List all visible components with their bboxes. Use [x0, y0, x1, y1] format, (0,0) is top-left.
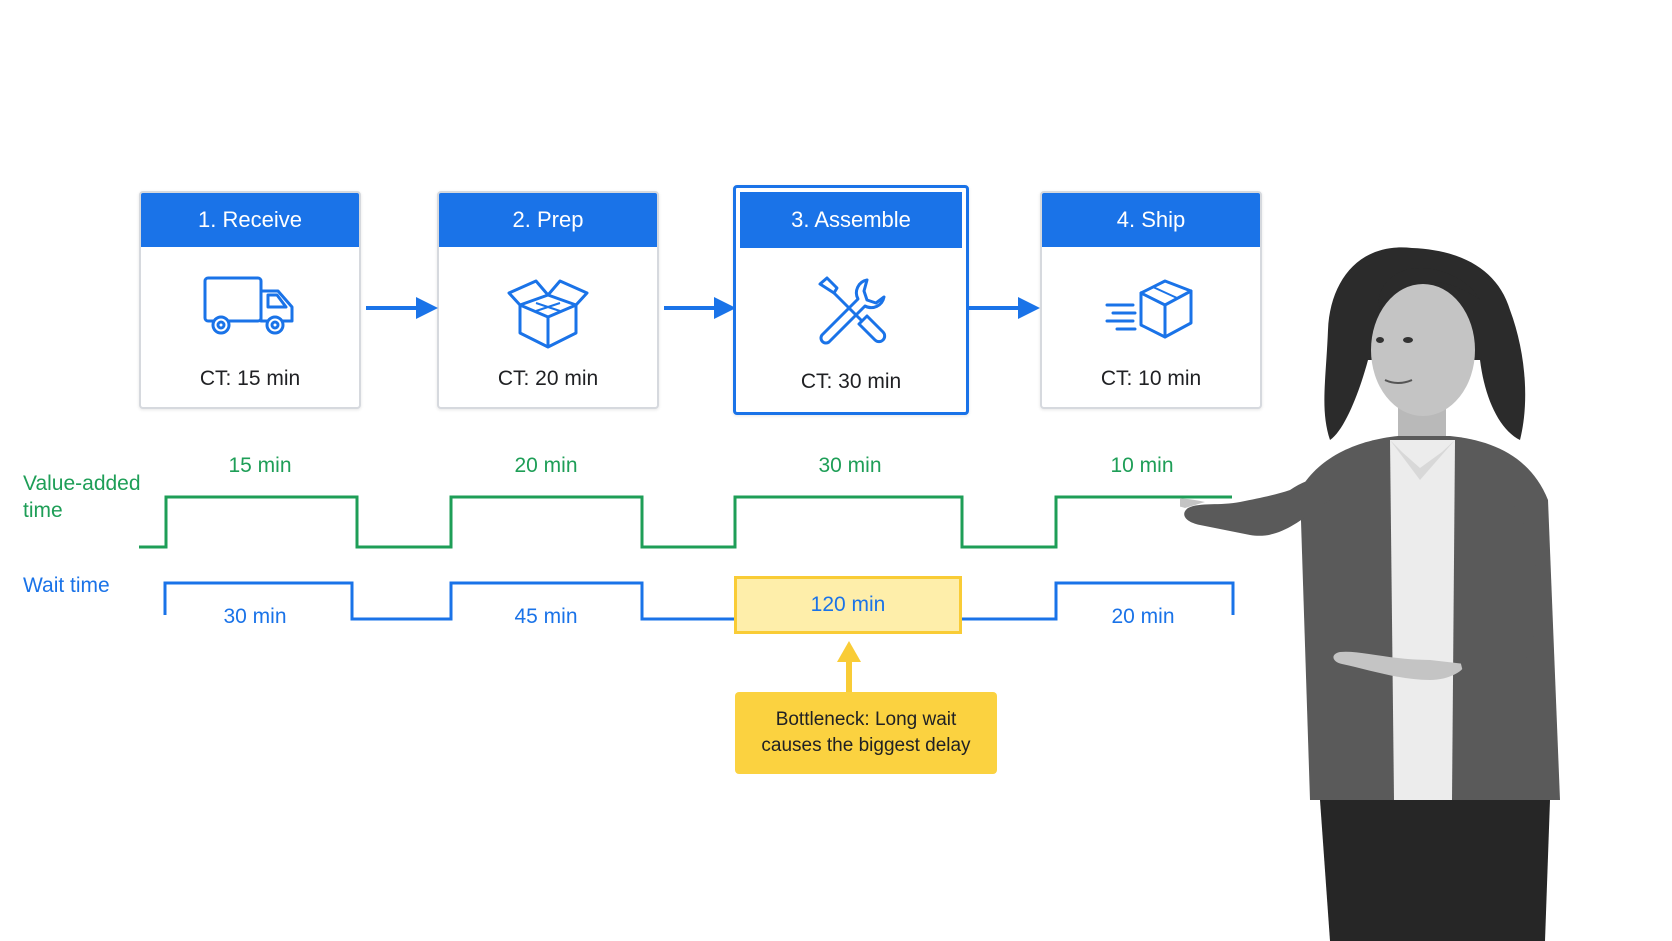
wait-time-value: 120 min — [810, 593, 886, 616]
flow-arrow-icon — [664, 297, 736, 319]
flow-arrow-icon — [968, 297, 1040, 319]
bottleneck-wait-highlight: 120 min — [734, 576, 962, 634]
wait-time-label: Wait time — [23, 574, 110, 597]
cycle-time: CT: 15 min — [199, 367, 301, 390]
step-title: 2. Prep — [439, 193, 657, 247]
step-card-assemble: 3. Assemble CT: 30 min — [733, 185, 969, 415]
bottleneck-callout: Bottleneck: Long wait causes the biggest… — [735, 692, 997, 774]
wait-time-value: 20 min — [1111, 605, 1175, 628]
value-added-line — [139, 495, 1232, 549]
value-added-label: Value-added time — [23, 472, 141, 522]
fast-package-icon — [1105, 275, 1197, 350]
cycle-time: CT: 30 min — [800, 370, 902, 393]
truck-icon — [202, 275, 298, 344]
value-added-value: 10 min — [1110, 454, 1174, 477]
wait-time-value: 45 min — [514, 605, 578, 628]
value-added-value: 15 min — [228, 454, 292, 477]
step-title: 1. Receive — [141, 193, 359, 247]
open-box-icon — [506, 275, 590, 356]
value-added-value: 30 min — [818, 454, 882, 477]
tools-icon — [815, 274, 887, 351]
callout-line: Bottleneck: Long wait — [775, 709, 957, 730]
bottleneck-arrow-head — [837, 641, 861, 662]
step-card-prep: 2. Prep CT: 20 min — [437, 191, 659, 409]
cycle-time: CT: 10 min — [1100, 367, 1202, 390]
wait-time-line — [163, 581, 1235, 621]
cycle-time: CT: 20 min — [497, 367, 599, 390]
callout-line: causes the biggest delay — [761, 735, 971, 756]
step-card-ship: 4. Ship CT: 10 min — [1040, 191, 1262, 409]
step-title: 3. Assemble — [740, 192, 962, 248]
presenter-photo — [1180, 247, 1560, 941]
value-added-value: 20 min — [514, 454, 578, 477]
step-title: 4. Ship — [1042, 193, 1260, 247]
step-card-receive: 1. Receive CT: 15 min — [139, 191, 361, 409]
wait-time-value: 30 min — [223, 605, 287, 628]
flow-arrow-icon — [366, 297, 438, 319]
